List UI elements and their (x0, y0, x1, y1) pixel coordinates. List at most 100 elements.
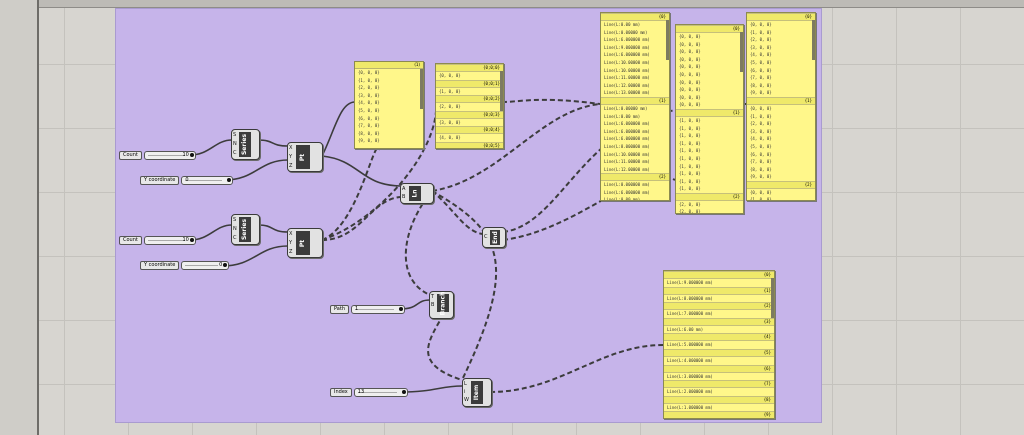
slider-track[interactable]: 0 (181, 260, 230, 270)
panel-path-header: {0;0;0} (436, 64, 503, 72)
slider-track[interactable]: 10 (143, 235, 196, 245)
wire (257, 224, 289, 233)
panel-list-items[interactable]: {0}Line(L:9.000000 mm){1}Line(L:8.000000… (663, 270, 775, 419)
panel-row: {3, 0, 0} (439, 119, 461, 125)
panel-row: {1, 0, 0} (679, 171, 701, 177)
slider-knob[interactable] (401, 389, 406, 394)
panel-scrollbar[interactable] (420, 69, 423, 109)
component-title: Ln (411, 189, 419, 198)
wire (431, 103, 601, 192)
panel-row: {4, 0, 0} (750, 136, 772, 142)
slider-label: Count (119, 150, 142, 160)
panel-row: Line(L:6.000000 mm) (604, 52, 650, 58)
panel-path-header: {0;0;4} (436, 126, 503, 135)
panel-points-tree[interactable]: {0;0;0}{0, 0, 0}{0;0;1}{1, 0, 0}{0;0;2}{… (435, 63, 504, 149)
panel-row: {1, 0, 0} (679, 148, 701, 154)
slider-track[interactable]: 13 (353, 387, 408, 397)
series-component-2[interactable]: S N C Series (231, 214, 260, 245)
panel-row: {4, 0, 0} (439, 135, 461, 141)
wire (257, 139, 289, 147)
panel-row: {6, 0, 0} (358, 115, 380, 121)
panel-row: Line(L:0.000000 mm) (604, 182, 650, 188)
slider-knob[interactable] (189, 237, 194, 242)
wire (431, 190, 497, 381)
slider-knob[interactable] (223, 262, 228, 267)
panel-row: Line(L:5.000000 mm) (667, 342, 713, 348)
panel-row: Line(L:7.000000 mm) (667, 311, 713, 317)
wire (321, 101, 438, 241)
panel-row: {0, 0, 0} (679, 71, 701, 77)
panel-row: {0, 0, 0} (679, 56, 701, 62)
panel-lines[interactable]: {0}Line(L:0.00 mm)Line(L:0.00000 mm)Line… (600, 12, 670, 201)
panel-path-header: {0} (664, 271, 774, 279)
wire (501, 98, 601, 105)
panel-start-points[interactable]: {0}{0, 0, 0}{0, 0, 0}{0, 0, 0}{0, 0, 0}{… (675, 24, 744, 214)
panel-row: {1, 0, 0} (439, 88, 461, 94)
panel-path-header: {2} (747, 180, 815, 189)
panel-row: {1, 0, 0} (679, 155, 701, 161)
panel-scrollbar[interactable] (812, 20, 815, 60)
branch-component[interactable]: T B Branch (429, 291, 454, 319)
slider-knob[interactable] (189, 152, 194, 157)
panel-scrollbar[interactable] (771, 278, 774, 318)
panel-points-list[interactable]: (1){0, 0, 0}{1, 0, 0}{2, 0, 0}{3, 0, 0}{… (354, 61, 424, 149)
panel-row: {2, 0, 0} (358, 85, 380, 91)
series-component-1[interactable]: S N C Series (231, 129, 260, 160)
panel-path-header: {8} (664, 395, 774, 404)
component-title: Pt (299, 239, 307, 247)
count-slider-1[interactable]: Count 10 (119, 150, 196, 160)
panel-scrollbar[interactable] (740, 32, 743, 72)
slider-track[interactable]: 0 (181, 175, 234, 185)
slider-track[interactable]: 1 (350, 304, 405, 314)
panel-row: Line(L:13.00000 mm) (604, 90, 650, 96)
panel-row: Line(L:6.000000 mm) (604, 128, 650, 134)
y-coordinate-slider-2[interactable]: Y coordinate 0 (140, 260, 230, 270)
point-component-1[interactable]: X Y Z Pt (287, 142, 323, 172)
component-title: End (491, 231, 499, 244)
line-component[interactable]: A B Ln (400, 183, 434, 204)
panel-scrollbar[interactable] (666, 20, 669, 60)
panel-path-header: {1} (664, 286, 774, 295)
panel-scrollbar[interactable] (500, 71, 503, 111)
panel-row: Line(L:0.00000 mm) (604, 29, 648, 35)
index-slider[interactable]: Index 13 (330, 387, 408, 397)
count-slider-2[interactable]: Count 10 (119, 235, 196, 245)
point-component-2[interactable]: X Y Z Pt (287, 228, 323, 258)
panel-row: {1, 0, 0} (750, 197, 772, 201)
panel-row: {0, 0, 0} (750, 189, 772, 195)
panel-row: {5, 0, 0} (358, 107, 380, 113)
panel-row: Line(L:0.00000 mm) (604, 105, 648, 111)
panel-row: {8, 0, 0} (750, 82, 772, 88)
path-slider[interactable]: Path 1 (330, 304, 405, 314)
panel-path-header: {1} (601, 96, 669, 105)
wire (321, 155, 401, 187)
panel-row: {0, 0, 0} (439, 73, 461, 78)
panel-end-points[interactable]: {0}{0, 0, 0}{1, 0, 0}{2, 0, 0}{3, 0, 0}{… (746, 12, 816, 201)
panel-row: {9, 0, 0} (358, 138, 380, 144)
panel-row: {2, 0, 0} (750, 37, 772, 43)
y-coordinate-slider-1[interactable]: Y coordinate 0 (140, 175, 234, 185)
slider-track[interactable]: 10 (143, 150, 196, 160)
end-points-component[interactable]: C End (482, 227, 506, 248)
panel-path-header: {6} (664, 364, 774, 373)
left-dock (0, 0, 39, 435)
list-item-component[interactable]: L i W Item (462, 378, 492, 407)
panel-path-header: {2} (676, 192, 743, 201)
wire (189, 139, 233, 156)
wire (502, 109, 676, 233)
panel-row: Line(L:6.000000 mm) (604, 189, 650, 195)
slider-label: Y coordinate (140, 175, 180, 185)
panel-row: {9, 0, 0} (750, 174, 772, 180)
panel-header: (1) (355, 62, 423, 69)
panel-row: {4, 0, 0} (358, 100, 380, 106)
panel-row: Line(L:0.00 mm) (604, 113, 641, 119)
wire (431, 190, 484, 235)
wire (224, 159, 289, 181)
panel-row: {1, 0, 0} (679, 133, 701, 139)
panel-row: Line(L:12.00000 mm) (604, 166, 650, 172)
panel-row: {7, 0, 0} (750, 159, 772, 165)
slider-knob[interactable] (227, 177, 232, 182)
slider-knob[interactable] (398, 306, 403, 311)
panel-row: {2, 0, 0} (679, 201, 701, 207)
